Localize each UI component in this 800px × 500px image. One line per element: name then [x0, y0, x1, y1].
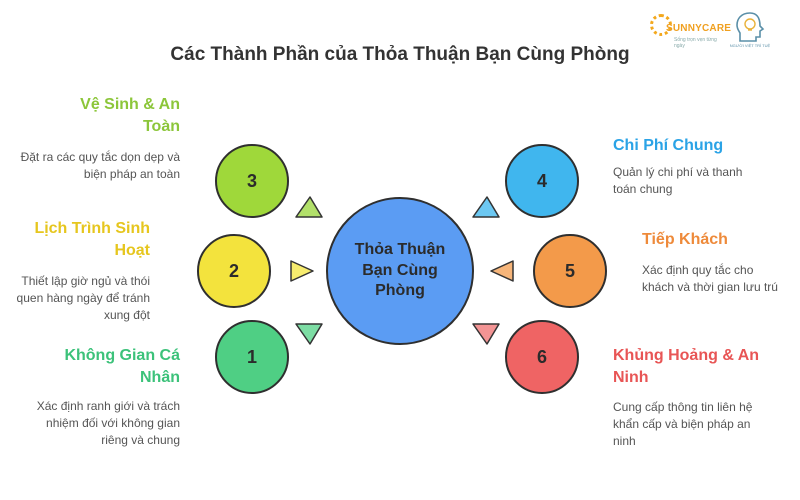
sunnycare-logo: SUNNYCARE Sống trọn vẹn từng ngày — [648, 12, 732, 49]
sunnycare-wordmark: SUNNYCARE — [666, 23, 732, 34]
heading-6: Khủng Hoảng & An Ninh — [613, 347, 760, 386]
node-6: 6 — [505, 320, 579, 394]
node-3: 3 — [215, 144, 289, 218]
arrow-4 — [472, 196, 500, 218]
node-5: 5 — [533, 234, 607, 308]
nguoi-viet-tri-tue-logo: NGƯỜI VIỆT TRÍ TUỆ — [730, 10, 770, 50]
center-node: Thỏa Thuận Bạn Cùng Phòng — [326, 197, 474, 345]
node-4: 4 — [505, 144, 579, 218]
arrow-2 — [290, 260, 314, 282]
heading-5: Tiếp Khách — [642, 231, 728, 248]
description-1: Xác định ranh giới và trách nhiệm đối vớ… — [36, 399, 180, 447]
heading-3: Vệ Sinh & An Toàn — [80, 96, 180, 135]
tv-logo-text: NGƯỜI VIỆT TRÍ TUỆ — [729, 43, 771, 48]
node-1: 1 — [215, 320, 289, 394]
description-4: Quản lý chi phí và thanh toán chung — [613, 165, 743, 196]
description-3: Đặt ra các quy tắc dọn dẹp và biện pháp … — [20, 150, 180, 181]
arrow-1 — [295, 323, 323, 345]
heading-1: Không Gian Cá Nhân — [64, 347, 180, 386]
arrow-6 — [472, 323, 500, 345]
heading-2: Lịch Trình Sinh Hoạt — [34, 220, 150, 259]
description-2: Thiết lập giờ ngủ và thói quen hàng ngày… — [16, 274, 150, 322]
sunnycare-tagline: Sống trọn vẹn từng ngày — [674, 37, 717, 49]
arrow-5 — [490, 260, 514, 282]
description-6: Cung cấp thông tin liên hệ khẩn cấp và b… — [613, 400, 753, 448]
sun-icon — [650, 14, 672, 36]
node-2: 2 — [197, 234, 271, 308]
description-5: Xác định quy tắc cho khách và thời gian … — [642, 263, 778, 294]
arrow-3 — [295, 196, 323, 218]
heading-4: Chi Phí Chung — [613, 137, 724, 154]
head-bulb-icon — [736, 12, 765, 42]
diagram-title: Các Thành Phần của Thỏa Thuận Bạn Cùng P… — [170, 44, 630, 65]
